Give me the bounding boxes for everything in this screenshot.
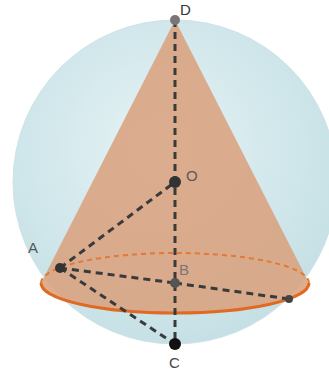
point-c <box>169 338 181 350</box>
points <box>55 15 293 350</box>
segment-ab <box>60 268 175 283</box>
sphere <box>13 20 329 344</box>
point-label: B <box>179 262 189 277</box>
point-o <box>169 176 181 188</box>
dashed-segments <box>60 20 289 344</box>
segment-ao <box>60 182 175 268</box>
segment-ac <box>60 268 175 344</box>
point-label: A <box>28 240 38 255</box>
point-b <box>170 278 180 288</box>
point-label: D <box>180 2 191 17</box>
point-base <box>285 295 293 303</box>
point-d <box>170 15 180 25</box>
segment-b-radius <box>175 283 289 299</box>
point-label: C <box>169 355 180 370</box>
point-a <box>55 263 65 273</box>
point-label: O <box>186 168 198 183</box>
